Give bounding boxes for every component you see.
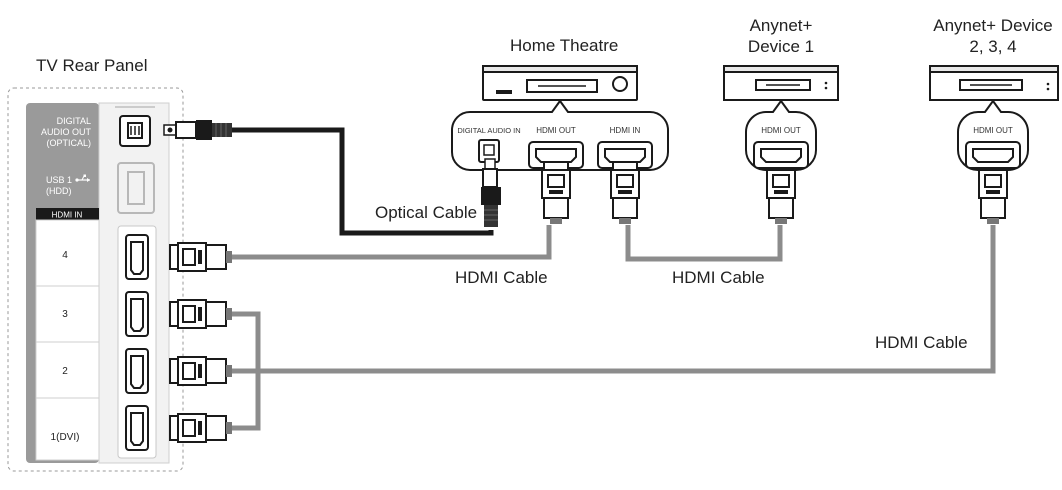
tv-digital-audio-label-line3: (OPTICAL) (46, 138, 91, 148)
tv-hdmi-port-label-3: 3 (62, 309, 68, 320)
optical-plug-tv (163, 120, 232, 140)
home-theatre-hdmi-out-label: HDMI OUT (536, 126, 576, 135)
anynet-device-2-panel: HDMI OUT (957, 99, 1029, 171)
hdmi-plug-tv-port-1 (169, 413, 233, 443)
tv-hdmi-port-table (35, 219, 100, 461)
tv-hdmi-port-strip (117, 225, 157, 459)
hdmi-plug-home-theatre-out (541, 161, 571, 225)
anynet-device-1-panel: HDMI OUT (745, 99, 817, 171)
device-2-hdmi-out-port[interactable] (965, 141, 1021, 169)
tv-hdmi-port-3[interactable] (125, 291, 149, 337)
home-theatre-digital-audio-in-label: DIGITAL AUDIO IN (457, 126, 520, 135)
tv-hdmi-port-label-2: 2 (62, 366, 68, 377)
tv-hdmi-in-header: HDMI IN (52, 211, 83, 220)
optical-cable-line (232, 127, 494, 236)
hdmi-plug-tv-port-3 (169, 299, 233, 329)
anynet-device-1-title: Anynet+ Device 1 (748, 15, 814, 57)
cable-lines (232, 127, 996, 431)
hdmi-plug-home-theatre-in (610, 161, 640, 225)
tv-hdmi-port-label-1-dvi: 1(DVI) (51, 432, 80, 443)
tv-hdmi-port-4[interactable] (125, 234, 149, 280)
usb-icon (75, 174, 90, 182)
tv-hdmi-port-label-4: 4 (62, 250, 68, 261)
home-theatre-title: Home Theatre (510, 36, 619, 55)
anynet-device-2-title-line2: 2, 3, 4 (969, 37, 1017, 56)
anynet-device-2-unit (929, 65, 1059, 101)
tv-digital-audio-label-line2: AUDIO OUT (41, 127, 92, 137)
tv-rear-panel: DIGITAL AUDIO OUT (OPTICAL) USB 1 (HDD) … (7, 87, 184, 472)
tv-hdmi-port-2[interactable] (125, 348, 149, 394)
device-2-hdmi-out-label: HDMI OUT (973, 126, 1013, 135)
hdmi-cable-label-1: HDMI Cable (455, 268, 548, 287)
tv-rear-panel-title: TV Rear Panel (36, 56, 148, 75)
anynet-device-1-title-line2: Device 1 (747, 37, 815, 56)
anynet-device-2-title: Anynet+ Device 2, 3, 4 (933, 15, 1053, 57)
device-1-hdmi-out-label: HDMI OUT (761, 126, 801, 135)
tv-usb-label-line1: USB 1 (46, 175, 72, 185)
tv-hdmi-port-1[interactable] (125, 405, 149, 451)
hdmi-cable-label-3: HDMI Cable (875, 333, 968, 352)
tv-usb-label-line2: (HDD) (46, 186, 72, 196)
hdmi-plug-device-2 (978, 161, 1008, 225)
hdmi-plug-tv-port-4 (169, 242, 233, 272)
home-theatre-hdmi-in-label: HDMI IN (610, 126, 641, 135)
hdmi-cable-line-2 (625, 225, 783, 262)
optical-plug-home-theatre (481, 158, 501, 227)
hdmi-cable-line-1 (232, 225, 552, 260)
hdmi-cable-label-2: HDMI Cable (672, 268, 765, 287)
tv-digital-audio-label-line1: DIGITAL (57, 116, 91, 126)
optical-cable-label: Optical Cable (375, 203, 478, 222)
hdmi-plug-device-1 (766, 161, 796, 225)
anynet-device-2-title-line1: Anynet+ Device (933, 16, 1053, 35)
hdmi-plug-tv-port-2 (169, 356, 233, 386)
home-theatre-panel: DIGITAL AUDIO IN HDMI OUT HDMI IN (451, 99, 669, 171)
tv-usb-port[interactable] (117, 162, 155, 214)
device-1-hdmi-out-port[interactable] (753, 141, 809, 169)
anynet-device-1-unit (723, 65, 839, 101)
hdmi-cable-line-3 (232, 225, 996, 374)
home-theatre-unit (482, 65, 638, 114)
tv-hdmi-in-header-bg (36, 208, 99, 220)
anynet-device-1-title-line1: Anynet+ (749, 16, 813, 35)
